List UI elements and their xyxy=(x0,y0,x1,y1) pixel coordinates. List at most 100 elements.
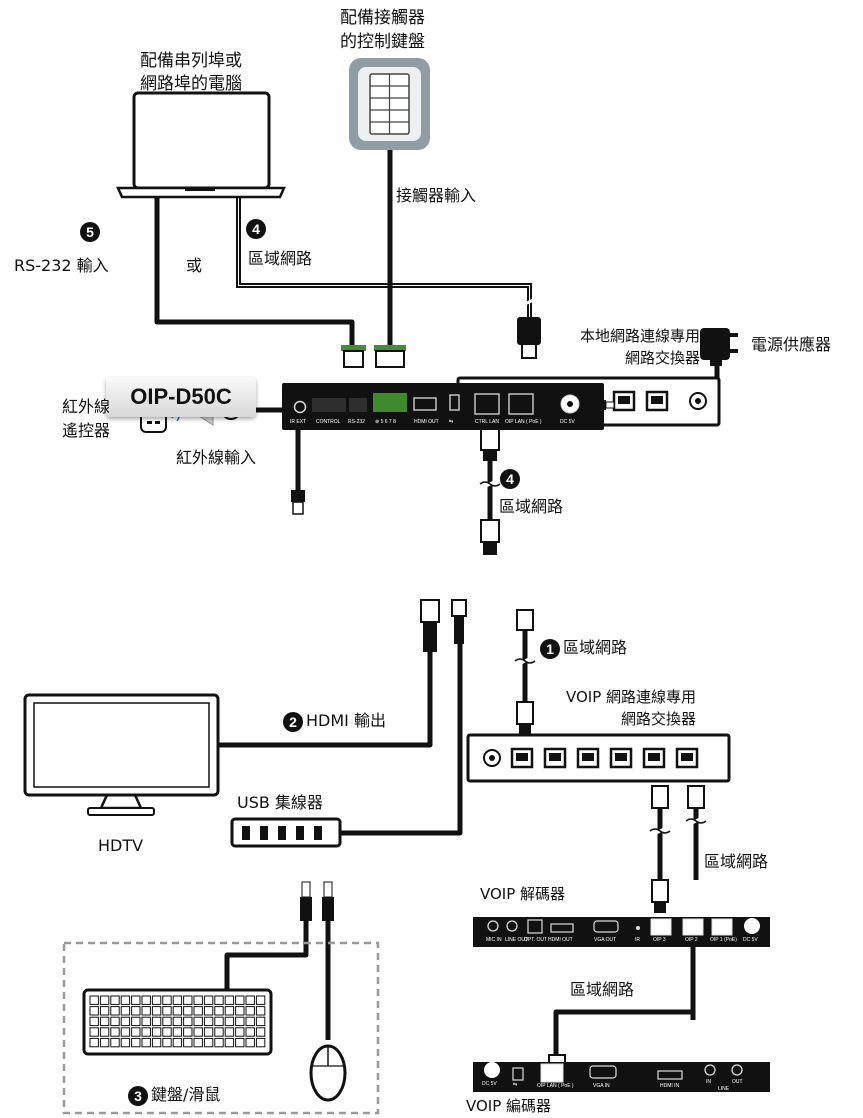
keyboard-key xyxy=(235,1006,245,1016)
label-usb-hub: USB 集線器 xyxy=(237,793,323,812)
keyboard-key xyxy=(193,1037,203,1048)
keyboard-key xyxy=(245,995,255,1005)
voip-switch-ports xyxy=(483,747,699,769)
dec-dc: DC 5V xyxy=(743,937,758,943)
keyboard-key xyxy=(141,1027,151,1037)
keyboard-key xyxy=(245,1037,255,1048)
keyboard-key xyxy=(99,1027,110,1037)
keyboard-key xyxy=(255,995,266,1005)
label-contact-keypad: 配備接觸器 的控制鍵盤 xyxy=(340,8,425,52)
badge-4-top: 4 xyxy=(246,218,269,239)
keyboard-key xyxy=(141,1016,151,1027)
keyboard-key xyxy=(89,995,99,1005)
keyboard-key xyxy=(183,1027,193,1037)
mouse xyxy=(309,1044,347,1102)
keyboard-key xyxy=(224,1016,235,1027)
label-ir-input: 紅外線輸入 xyxy=(176,448,257,467)
keyboard-key xyxy=(172,995,183,1005)
enc-dc: DC 5V xyxy=(482,1081,497,1087)
label-hdtv: HDTV xyxy=(98,836,144,855)
power-adapter xyxy=(700,328,738,366)
keyboard-key xyxy=(245,1016,255,1027)
keyboard-key xyxy=(99,1016,110,1027)
keyboard-key xyxy=(193,1006,203,1016)
port-control-pins: ⊕ 5 6 7 8 xyxy=(375,419,396,425)
keyboard-key xyxy=(110,1037,120,1048)
dec-oip1: OIP 1 (PoE) xyxy=(710,937,737,943)
label-lan-top: 區域網路 xyxy=(248,249,313,268)
local-switch-power-jack-center xyxy=(695,398,701,404)
port-ctrl-lan: CTRL LAN xyxy=(475,419,499,425)
keyboard-key xyxy=(99,1037,110,1048)
keyboard-key xyxy=(172,1037,183,1048)
dec-ir: IR xyxy=(635,937,640,943)
label-voip-decoder: VOIP 解碼器 xyxy=(480,885,566,903)
keyboard-key xyxy=(120,995,131,1005)
keyboard-key xyxy=(131,1027,141,1037)
contact-keypad xyxy=(349,58,430,150)
keyboard-key xyxy=(120,1016,131,1027)
ir-plug xyxy=(291,490,305,515)
dec-oip3: OIP 3 xyxy=(653,937,666,943)
lan-decoder-encoder-2 xyxy=(553,985,696,1055)
keyboard-key xyxy=(120,1027,131,1037)
keyboard-key xyxy=(203,1006,214,1016)
keyboard-key xyxy=(151,1037,162,1048)
dec-opt: OPT. OUT xyxy=(524,937,548,943)
dec-oip2: OIP 2 xyxy=(685,937,698,943)
keyboard-key xyxy=(141,1006,151,1016)
keyboard-key xyxy=(120,1037,131,1048)
keyboard-key xyxy=(224,1027,235,1037)
voip-decoder xyxy=(473,917,770,947)
badge-5: 5 xyxy=(80,221,103,242)
keyboard-key xyxy=(162,995,172,1005)
enc-line: LINE xyxy=(718,1086,730,1092)
keyboard-key xyxy=(172,1027,183,1037)
voip-switch-power-jack-center xyxy=(489,755,495,761)
enc-in: IN xyxy=(706,1079,711,1085)
keyboard-key xyxy=(203,1016,214,1027)
local-switch-port-5-inner xyxy=(618,396,630,404)
keyboard-cable xyxy=(224,920,309,990)
enc-usb: ⇆ xyxy=(513,1082,518,1088)
keyboard-key xyxy=(214,1037,224,1048)
rs232-cable xyxy=(154,198,355,345)
cables xyxy=(154,150,720,1055)
label-rs232-input: RS-232 輸入 xyxy=(14,256,109,275)
keyboard-key xyxy=(214,995,224,1005)
badge-4-mid: 4 xyxy=(500,468,523,489)
keyboard-key xyxy=(131,1006,141,1016)
keyboard-key xyxy=(245,1027,255,1037)
keyboard-key xyxy=(141,1037,151,1048)
port-control: CONTROL xyxy=(316,419,341,425)
keyboard-key xyxy=(245,1006,255,1016)
keyboard-key xyxy=(193,1027,203,1037)
port-oip-lan: OIP LAN ( PoE ) xyxy=(505,419,542,425)
keyboard-key xyxy=(151,1006,162,1016)
keyboard-key xyxy=(203,1037,214,1048)
device-bottom-plugs xyxy=(420,599,467,652)
label-pc: 配備串列埠或 網路埠的電腦 xyxy=(140,51,242,94)
keyboard-key xyxy=(235,995,245,1005)
enc-vga: VGA IN xyxy=(593,1083,610,1089)
usb-cable xyxy=(340,620,463,836)
keyboard-key xyxy=(162,1037,172,1048)
keyboard-key xyxy=(151,1027,162,1037)
keyboard-key xyxy=(131,1037,141,1048)
label-local-switch: 本地網路連線專用 網路交換器 xyxy=(580,327,701,367)
keyboard-key xyxy=(255,1016,266,1027)
voip-switch-port-3-inner xyxy=(582,753,594,761)
oip-d50c-device xyxy=(282,383,604,430)
voip-switch-port-5-inner xyxy=(648,753,660,761)
keyboard-key xyxy=(203,1027,214,1037)
keyboard-key xyxy=(89,1006,99,1016)
keyboard-key xyxy=(255,1037,266,1048)
keyboard-key xyxy=(224,1006,235,1016)
keyboard-key xyxy=(110,1027,120,1037)
keyboard-key xyxy=(162,1016,172,1027)
dec-line: LINE OUT xyxy=(505,937,529,943)
keyboard-key xyxy=(183,1006,193,1016)
